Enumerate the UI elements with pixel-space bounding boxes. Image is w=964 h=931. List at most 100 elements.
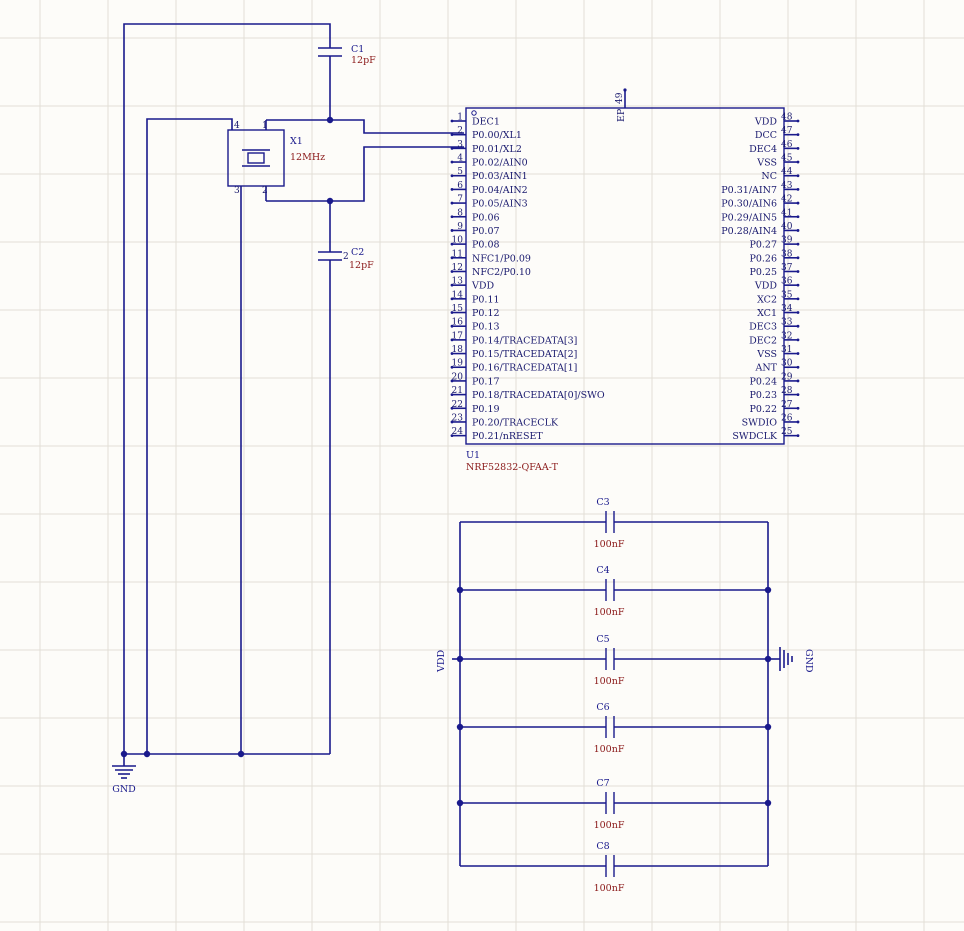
pin-number: 35 [781,290,793,300]
pin-name: P0.19 [472,404,500,415]
ic-pin-left[interactable]: 16 P0.13 [450,318,500,333]
capacitor-c2[interactable]: 2 C2 12pF [318,247,374,271]
pin-name: P0.02/AIN0 [472,158,528,169]
pin-end [796,311,800,314]
pin-number: 2 [457,126,463,136]
pin-name: VDD [754,281,777,292]
ep-pin-number: 49 [615,92,625,104]
pin-name: XC1 [757,308,777,319]
pin-end [796,352,800,355]
pin-name: P0.08 [472,240,500,251]
cap-designator: C8 [596,841,609,852]
pin-number: 43 [781,181,793,191]
pin-number: 16 [452,318,464,328]
pin-end [450,242,454,246]
pin-end [796,229,800,232]
pin-number: 9 [457,222,463,232]
pin-name: P0.13 [472,322,500,333]
pin-number: 7 [457,195,463,205]
pin-number: 48 [781,113,793,123]
pin-end [796,146,800,150]
crystal-x1[interactable]: 4 1 3 2 X1 12MHz [227,120,325,201]
cap-value: 100nF [594,744,625,755]
pin-end [796,242,800,246]
capacitor-c1[interactable]: C1 12pF [318,44,376,66]
pin-name: P0.11 [472,294,500,305]
pin-number: 12 [452,263,463,273]
pin-name: P0.23 [749,390,777,401]
pin-end [796,270,800,273]
pin-end [796,174,800,178]
pin-name: VDD [471,281,494,292]
pin-end [796,119,800,123]
pin-number: 17 [452,331,464,341]
pin-end [796,160,800,164]
pin-name: P0.12 [472,308,500,319]
pin-end [450,119,454,123]
cap-value: 100nF [594,607,625,618]
pin-name: P0.27 [749,240,777,251]
pin-end [796,420,800,424]
pin-name: P0.30/AIN6 [721,199,777,210]
pin-name: P0.01/XL2 [472,144,522,155]
pin-number: 29 [781,372,793,382]
ep-label: EP [616,108,627,122]
pin-end [450,365,454,369]
